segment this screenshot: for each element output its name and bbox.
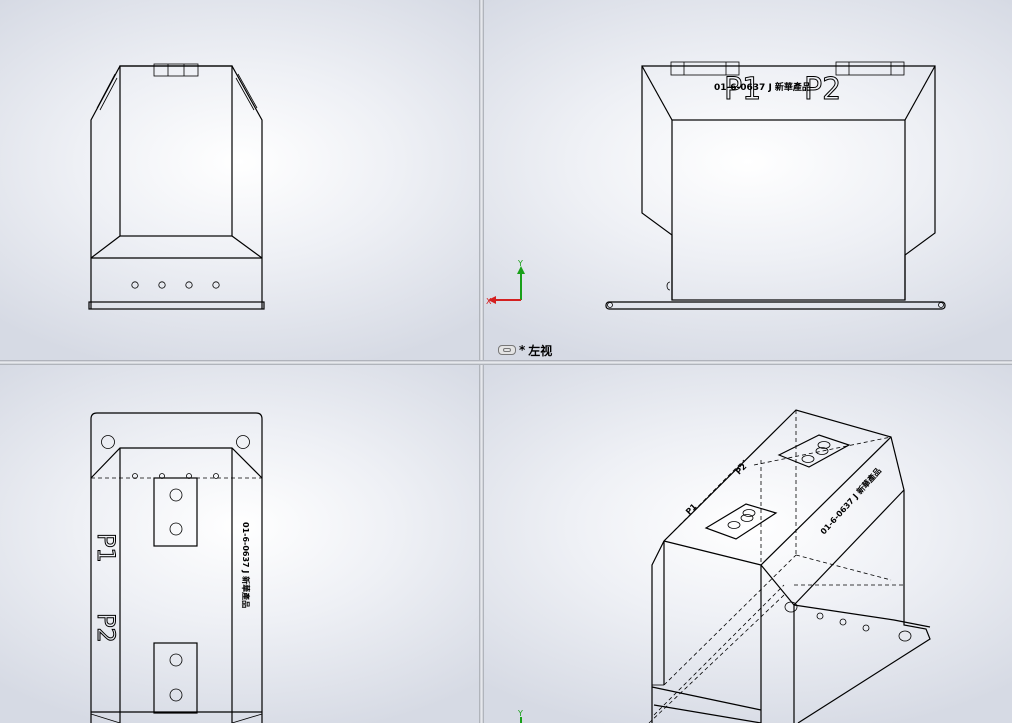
hole [131,281,139,289]
triad-y-label: Y [517,259,523,268]
p1-engraving: P1 [92,533,120,563]
front-view-drawing [88,63,265,310]
p2-engraving: P2 [92,613,120,643]
p2-engraving: P2 [734,462,748,476]
serial-engraving: 01-6-0637 J 新華產品 [241,522,251,608]
triad-icon: Y X [486,259,525,306]
triad-x-label: X [486,297,492,306]
hole [185,281,193,289]
p1-engraving: P1 [684,502,699,517]
hole [158,281,166,289]
left-view-drawing: P1 P2 01-6-0637 J 新華產品 Y X [486,61,946,310]
viewport-top-view[interactable]: P1 P2 01-6-0637 J 新華產品 [0,365,479,723]
isometric-view-drawing: 01-6-0637 J 新華產品 P1 P2 Y [517,409,931,723]
top-view-drawing: P1 P2 01-6-0637 J 新華產品 [90,412,263,723]
p1-engraving: P1 [724,72,761,107]
view-name-label[interactable]: * 左视 [498,343,553,358]
triad-y-label: Y [517,709,523,718]
view-modified-marker: * [519,343,526,357]
viewport-splitter-horizontal[interactable] [0,360,1012,365]
view-name: 左视 [528,343,553,358]
viewport-isometric-view[interactable]: 01-6-0637 J 新華產品 P1 P2 Y [484,365,1012,723]
hole [212,281,220,289]
p2-engraving: P2 [804,72,841,107]
serial-engraving: 01-6-0637 J 新華產品 [714,81,811,93]
link-icon[interactable] [498,345,516,355]
viewport-front-view[interactable] [0,0,479,360]
terminal-bolts [727,441,831,529]
triad-icon: Y [517,709,523,723]
viewport-left-view[interactable]: P1 P2 01-6-0637 J 新華產品 Y X [484,0,1012,360]
mounting-hole [236,435,250,449]
mounting-hole [101,435,115,449]
